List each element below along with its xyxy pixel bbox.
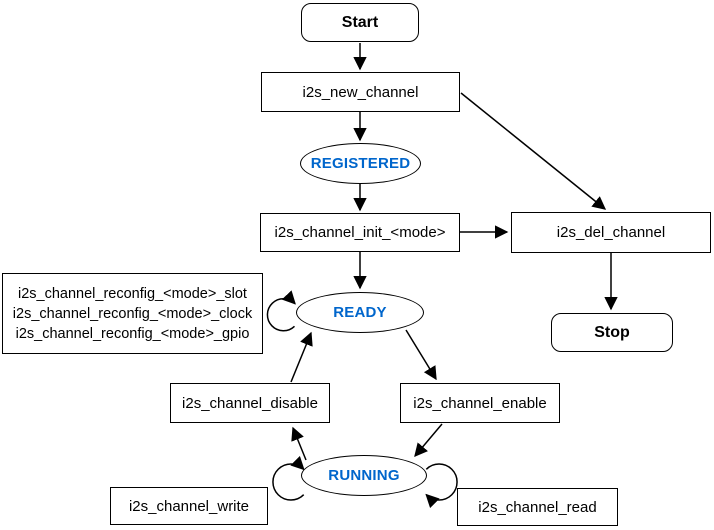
arrow-disable-to-ready xyxy=(290,331,313,383)
node-i2s-channel-write: i2s_channel_write xyxy=(110,487,268,525)
state-running-label: RUNNING xyxy=(328,467,400,484)
node-stop: Stop xyxy=(551,313,673,352)
reconfig-line-clock: i2s_channel_reconfig_<mode>_clock xyxy=(12,305,253,322)
arrow-enable-to-running xyxy=(414,423,443,458)
state-ready-label: READY xyxy=(333,304,387,321)
node-i2s-channel-write-label: i2s_channel_write xyxy=(128,497,250,515)
arrow-ready-to-enable xyxy=(405,329,437,381)
node-i2s-channel-read-label: i2s_channel_read xyxy=(478,498,597,516)
state-ready: READY xyxy=(296,292,424,333)
arrow-running-to-disable xyxy=(291,426,307,461)
state-registered-label: REGISTERED xyxy=(310,155,411,172)
node-i2s-channel-init-label: i2s_channel_init_<mode> xyxy=(274,224,446,241)
node-i2s-channel-disable-label: i2s_channel_disable xyxy=(182,394,318,412)
node-i2s-channel-init: i2s_channel_init_<mode> xyxy=(260,213,460,252)
self-loop-ready-reconfig xyxy=(266,290,296,332)
node-i2s-channel-disable: i2s_channel_disable xyxy=(170,383,330,423)
self-loop-running-read xyxy=(425,463,458,509)
node-start-label: Start xyxy=(341,13,379,31)
reconfig-line-slot: i2s_channel_reconfig_<mode>_slot xyxy=(18,285,247,302)
node-i2s-channel-enable: i2s_channel_enable xyxy=(400,383,560,423)
node-i2s-del-channel-label: i2s_del_channel xyxy=(556,224,666,241)
self-loop-running-write xyxy=(272,455,305,501)
state-registered: REGISTERED xyxy=(300,143,421,184)
node-i2s-channel-reconfig: i2s_channel_reconfig_<mode>_slot i2s_cha… xyxy=(2,273,263,354)
node-stop-label: Stop xyxy=(594,323,630,341)
node-i2s-channel-enable-label: i2s_channel_enable xyxy=(413,394,547,412)
node-i2s-del-channel: i2s_del_channel xyxy=(511,212,711,253)
node-start: Start xyxy=(301,3,419,42)
reconfig-line-gpio: i2s_channel_reconfig_<mode>_gpio xyxy=(15,325,250,342)
node-i2s-channel-read: i2s_channel_read xyxy=(457,488,618,526)
state-running: RUNNING xyxy=(301,455,427,496)
node-i2s-new-channel-label: i2s_new_channel xyxy=(302,83,419,101)
node-i2s-new-channel: i2s_new_channel xyxy=(261,72,460,112)
arrow-new-channel-to-del-channel xyxy=(460,92,607,210)
